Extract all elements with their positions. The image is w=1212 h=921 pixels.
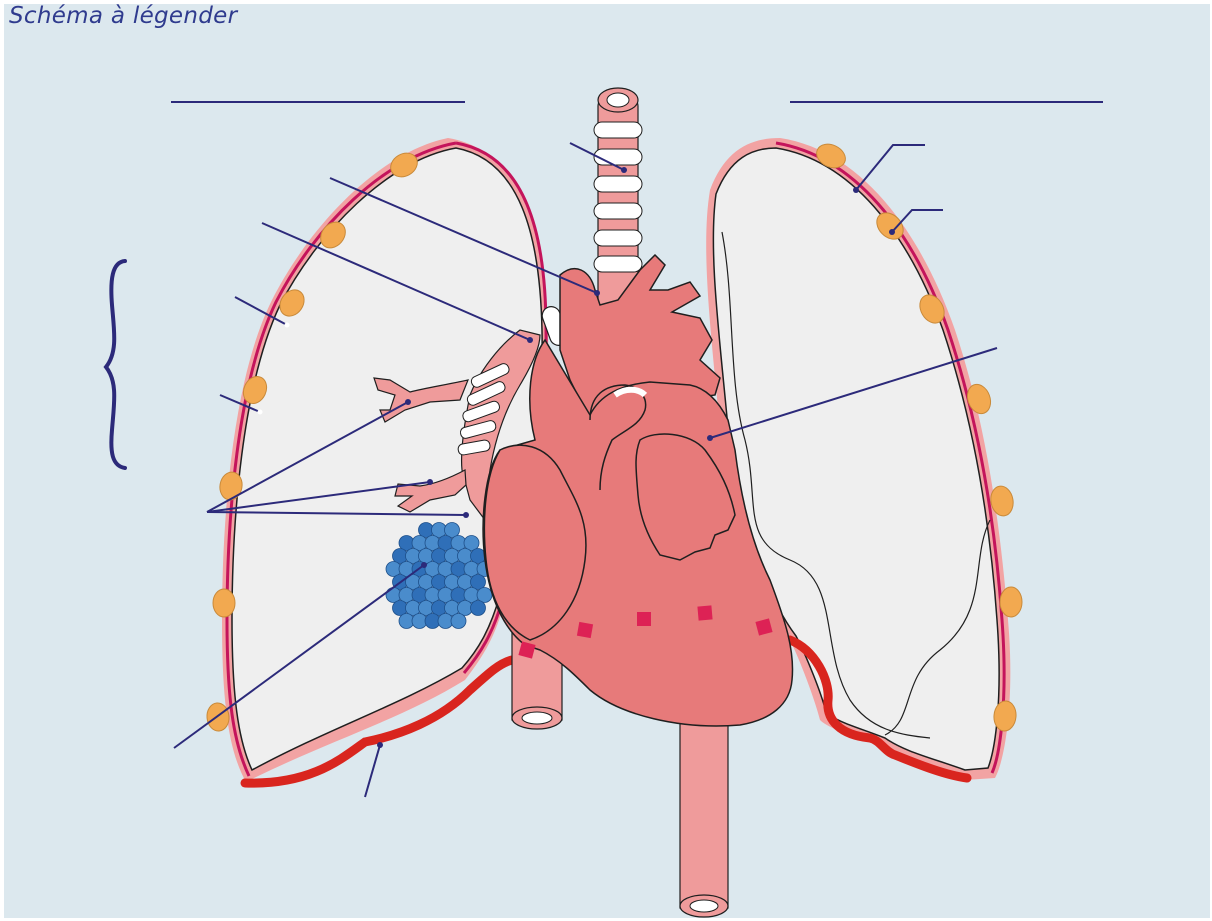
alveolus: [451, 614, 466, 629]
leader-diaphragm: [365, 745, 380, 797]
lymph-node-icon: [213, 589, 235, 617]
lung-bracket: [106, 261, 125, 468]
alveolus: [471, 601, 486, 616]
descending-aorta: [680, 700, 728, 917]
lymph-node-icon: [1000, 587, 1022, 617]
